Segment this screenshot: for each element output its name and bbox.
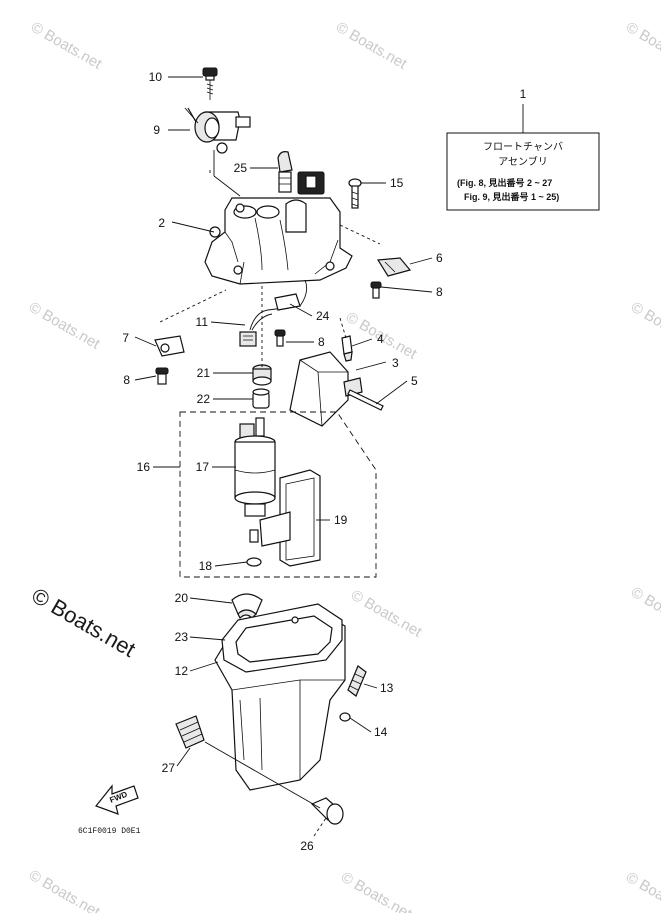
part-7-bracket xyxy=(154,335,185,357)
assembly-16-boundary xyxy=(179,411,377,578)
callout-15: 15 xyxy=(390,176,404,190)
part-10-screw xyxy=(202,67,218,100)
part-25-sensor xyxy=(277,151,293,193)
part-13-drain-screw xyxy=(347,665,367,697)
callout-22: 22 xyxy=(197,392,211,406)
callout-6: 6 xyxy=(436,251,443,265)
callout-11: 11 xyxy=(196,315,209,329)
note-line-3: (Fig. 8, 見出番号 2 ~ 27 xyxy=(457,177,552,188)
callout-8: 8 xyxy=(436,285,443,299)
watermark: © Boats.net xyxy=(338,869,415,913)
note-box: フロートチャンバ アセンブリ (Fig. 8, 見出番号 2 ~ 27 Fig.… xyxy=(446,132,600,211)
part-8-screw-b xyxy=(274,329,286,347)
part-6-clamp xyxy=(376,257,412,277)
part-3-float xyxy=(289,351,363,427)
callout-5: 5 xyxy=(411,374,418,388)
part-27-grommet xyxy=(175,715,205,749)
part-15-bolt xyxy=(348,178,362,209)
callout-8: 8 xyxy=(123,373,130,387)
callout-25: 25 xyxy=(234,161,248,175)
watermark: © Boats.net xyxy=(333,19,410,73)
callout-13: 13 xyxy=(380,681,394,695)
callout-14: 14 xyxy=(374,725,388,739)
callout-17: 17 xyxy=(196,460,210,474)
part-8-screw-c xyxy=(155,367,169,385)
note-box-frame xyxy=(446,132,600,211)
callout-21: 21 xyxy=(197,366,211,380)
note-line-4: Fig. 9, 見出番号 1 ~ 25) xyxy=(464,191,559,202)
callout-1: 1 xyxy=(520,87,527,101)
callout-7: 7 xyxy=(122,331,129,345)
watermark: © Boats.net xyxy=(623,869,661,913)
part-20-clip xyxy=(231,593,263,620)
callout-24: 24 xyxy=(316,309,330,323)
callout-16: 16 xyxy=(137,460,151,474)
watermark: © Boats.net xyxy=(628,299,661,353)
callout-4: 4 xyxy=(377,332,384,346)
callout-26: 26 xyxy=(300,839,314,853)
watermark: © Boats.net xyxy=(28,19,105,73)
watermark: © Boats.net xyxy=(26,299,103,353)
part-9-regulator xyxy=(184,107,251,154)
note-line-1: フロートチャンバ xyxy=(483,141,563,153)
callout-8: 8 xyxy=(318,335,325,349)
part-8-screw-a xyxy=(370,281,382,299)
part-5-pin xyxy=(347,389,384,411)
watermark: © Boats.net xyxy=(26,867,103,913)
drawing-code: 6C1F0019 D0E1 xyxy=(78,827,141,836)
watermark: © Boats.net xyxy=(348,587,425,641)
part-21-grommet xyxy=(252,364,272,386)
part-11-harness xyxy=(239,279,308,347)
callout-18: 18 xyxy=(199,559,213,573)
note-line-2: アセンブリ xyxy=(498,155,548,168)
part-14-oring xyxy=(339,712,351,722)
watermark: © Boats.net xyxy=(623,19,661,73)
watermark: © Boats.net xyxy=(628,584,661,638)
callout-3: 3 xyxy=(392,356,399,370)
forward-arrow: FWD xyxy=(95,784,139,815)
callout-9: 9 xyxy=(153,123,160,137)
watermark-large: © Boats.net xyxy=(28,583,140,662)
callout-27: 27 xyxy=(162,761,176,775)
part-22-sleeve xyxy=(252,388,270,409)
callout-12: 12 xyxy=(175,664,189,678)
part-19-filter xyxy=(259,469,321,567)
part-18-clip xyxy=(246,557,262,567)
part-2-chamber-cover xyxy=(204,171,353,285)
leader-lines xyxy=(134,76,524,837)
part-4-jet xyxy=(341,335,353,362)
callout-2: 2 xyxy=(158,216,165,230)
callout-20: 20 xyxy=(175,591,189,605)
callout-10: 10 xyxy=(149,70,163,84)
part-17-fuel-pump xyxy=(234,417,276,543)
part-23-gasket xyxy=(221,603,343,673)
callout-labels: 1 2 3 4 5 6 7 8 8 8 9 10 11 12 13 14 15 … xyxy=(122,70,526,853)
callout-23: 23 xyxy=(175,630,189,644)
part-26-bolt xyxy=(310,797,344,825)
callout-19: 19 xyxy=(334,513,348,527)
